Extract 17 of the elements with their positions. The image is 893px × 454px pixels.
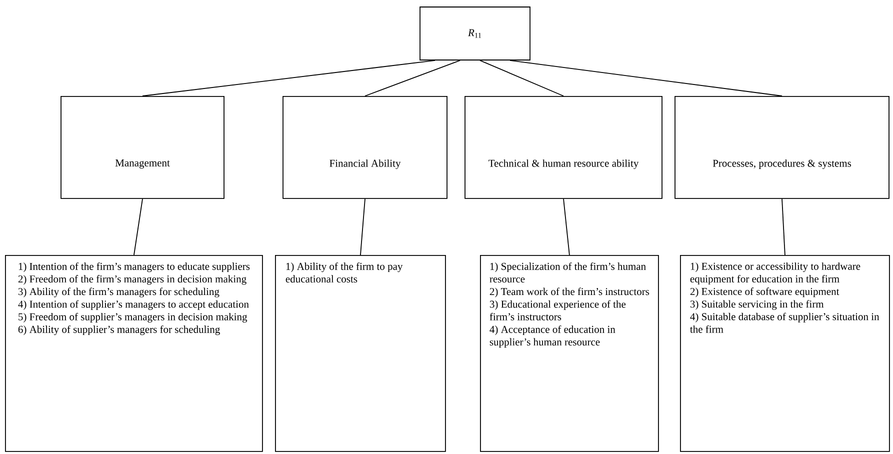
connector-line (563, 198, 570, 256)
connector-line (142, 60, 436, 96)
sub-criteria-box: 1) Ability of the firm to pay educational costs (275, 255, 446, 452)
criterion-box: Processes, procedures & systems (674, 96, 890, 199)
criterion-box: Financial Ability (282, 96, 448, 199)
criterion-box: Management (60, 96, 224, 199)
connector-line (134, 198, 143, 256)
connector-line (510, 60, 782, 96)
sub-criteria-box: 1) Existence or accessibility to hardware equipment for education in the firm 2) Existence of software equipment 3) Suitable servicing in the firm 4) Suitable database of supplier’s situation in the firm (680, 255, 890, 452)
connector-line (480, 60, 564, 96)
goal-box: R$_{11}$ (420, 6, 530, 60)
connector-line (364, 60, 460, 96)
criterion-box: Technical & human resource ability (464, 96, 662, 199)
connector-line (782, 198, 786, 256)
sub-criteria-box: 1) Specialization of the firm’s human resource 2) Team work of the firm’s instructors 3) Educational experience of the firm’s instructors 4) Acceptance of education in supplier’s human resource (480, 255, 659, 452)
sub-criteria-box: 1) Intention of the firm’s managers to educate suppliers 2) Freedom of the firm’s managers in decision making 3) Ability of the firm’s managers for scheduling 4) Intention of supplier’s managers to accept education 5) Freedom of supplier’s managers in decision making 6) Ability of supplier’s managers for scheduling (5, 255, 263, 452)
connector-line (360, 198, 366, 256)
